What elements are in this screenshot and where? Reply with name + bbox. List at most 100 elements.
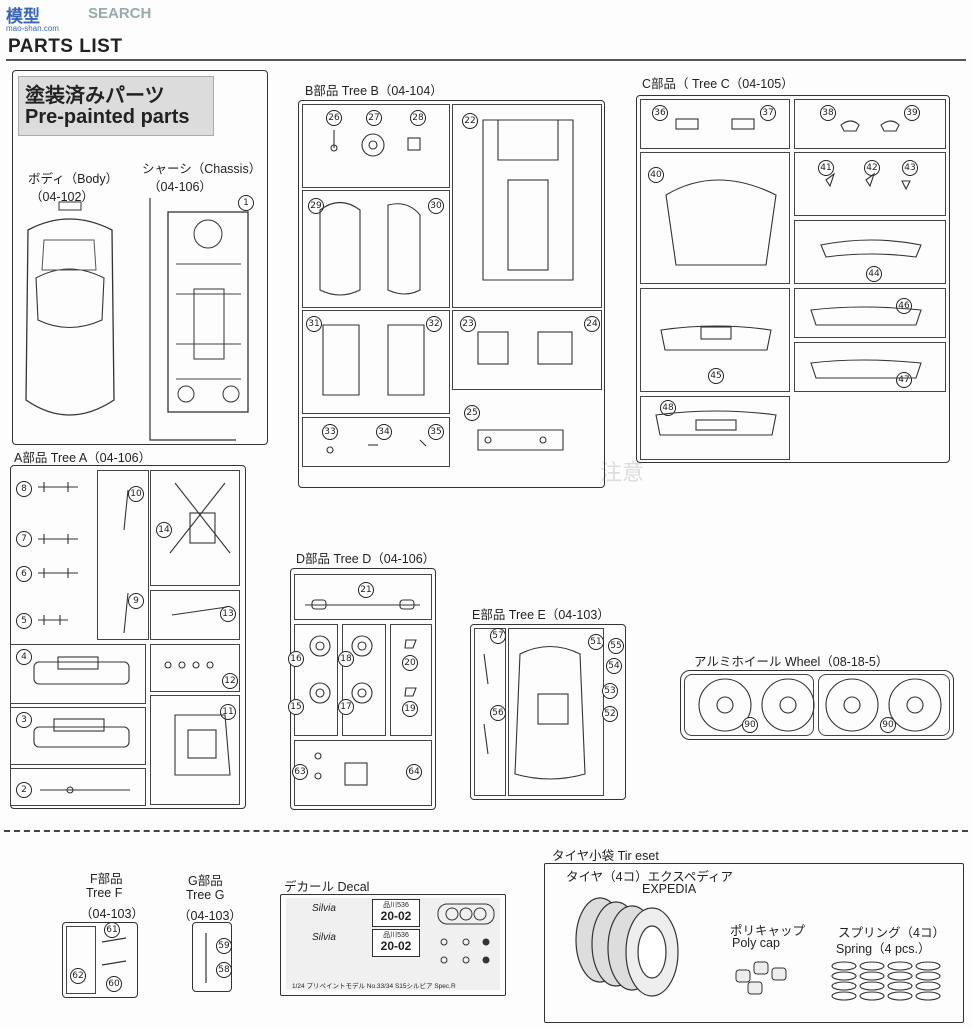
part-number-5: 5	[16, 613, 32, 629]
tree-a-cell	[10, 707, 146, 765]
part-number-17: 17	[338, 699, 354, 715]
tree-a-cell	[150, 695, 240, 805]
tree-b-cell	[452, 310, 602, 390]
part-number-18: 18	[338, 651, 354, 667]
polycap-jp: ポリキャップ	[730, 924, 806, 938]
part-number-31: 31	[306, 316, 322, 332]
plate-top-text: 品川536	[383, 932, 409, 939]
tire-set-frame	[544, 863, 964, 1023]
tree-d-cell	[294, 624, 338, 736]
tree-e-label: E部品 Tree E（04-103）	[472, 608, 610, 622]
part-number-57: 57	[490, 628, 506, 644]
decal-plate-1: 品川536 20-02	[372, 899, 420, 927]
tree-a-cell	[150, 644, 240, 692]
decal-script-2: Silvia	[312, 932, 336, 943]
decal-gauges-drawing	[437, 903, 495, 964]
wheel-label: アルミホイール Wheel（08-18-5）	[694, 655, 889, 669]
ghost-bg-text: 注意	[600, 460, 645, 485]
tree-c-label: C部品（ Tree C（04-105）	[642, 77, 794, 91]
part-number-15: 15	[288, 699, 304, 715]
tree-c-cell	[794, 152, 946, 216]
tree-f-parts-drawing	[101, 937, 127, 966]
part-number-48: 48	[660, 400, 676, 416]
tree-d-cell	[342, 624, 386, 736]
part-number-19: 19	[402, 701, 418, 717]
part-number-60: 60	[106, 976, 122, 992]
tree-b-cell	[302, 104, 450, 188]
polycap-en: Poly cap	[732, 936, 780, 950]
part-number-62: 62	[70, 968, 86, 984]
tree-c-parts-drawing	[655, 118, 922, 436]
decal-plate-2: 品川536 20-02	[372, 929, 420, 957]
part-number-32: 32	[426, 316, 442, 332]
tree-c-cell	[640, 152, 790, 284]
wheel-drawing	[698, 678, 942, 732]
tree-a-cell	[10, 768, 146, 806]
part-number-56: 56	[490, 705, 506, 721]
part-number-14: 14	[156, 522, 172, 538]
tree-b-parts-drawing	[319, 119, 574, 454]
tree-a-cell	[150, 470, 240, 586]
part-number-12: 12	[222, 673, 238, 689]
tire-set-label: タイヤ小袋 Tir eset	[552, 849, 659, 863]
part-number-44: 44	[866, 266, 882, 282]
part-number-21: 21	[358, 582, 374, 598]
part-number-36: 36	[652, 105, 668, 121]
tree-f-cell	[66, 926, 96, 994]
tree-e-parts-drawing	[483, 646, 586, 780]
tree-a-frame	[10, 465, 246, 809]
part-number-64: 64	[406, 764, 422, 780]
part-number-33: 33	[322, 424, 338, 440]
decal-frame	[280, 894, 506, 996]
part-number-55: 55	[608, 638, 624, 654]
tree-d-parts-drawing	[305, 599, 420, 786]
part-number-26: 26	[326, 110, 342, 126]
decal-caption: 1/24 プリペイントモデル No.33/34 S15シルビア Spec.R	[292, 983, 456, 990]
part-number-30: 30	[428, 198, 444, 214]
tire-jp: タイヤ（4コ）エクスペディア	[566, 870, 733, 884]
chassis-drawing	[149, 198, 249, 441]
part-number-45: 45	[708, 368, 724, 384]
part-number-23: 23	[460, 316, 476, 332]
tree-g-en: Tree G	[186, 888, 225, 902]
part-number-24: 24	[584, 316, 600, 332]
decal-script-1: Silvia	[312, 903, 336, 914]
spring-drawing	[831, 961, 941, 1001]
polycap-drawing	[735, 961, 787, 995]
part-number-51: 51	[588, 634, 604, 650]
tree-g-jp: G部品	[188, 874, 223, 888]
wheel-frame	[680, 670, 954, 740]
part-number-61: 61	[104, 922, 120, 938]
spring-jp: スプリング（4コ）	[838, 926, 945, 940]
wheel-cell	[818, 674, 950, 736]
plate-number-text: 20-02	[380, 909, 412, 923]
tree-a-label: A部品 Tree A（04-106）	[14, 451, 152, 465]
site-url: mao-shan.com	[6, 24, 59, 33]
body-label: ボディ（Body）	[28, 172, 119, 186]
part-number-28: 28	[410, 110, 426, 126]
tire-en: EXPEDIA	[642, 882, 697, 896]
tree-b-cell	[302, 190, 450, 308]
tree-a-parts-drawing	[33, 482, 231, 794]
part-number-35: 35	[428, 424, 444, 440]
site-logo: 模型 mao-shan.com	[6, 2, 86, 34]
part-number-9: 9	[128, 593, 144, 609]
part-number-37: 37	[760, 105, 776, 121]
tree-g-parts-drawing	[205, 933, 207, 983]
part-number-8: 8	[16, 481, 32, 497]
part-number-39: 39	[904, 105, 920, 121]
part-number-13: 13	[220, 606, 236, 622]
part-number-52: 52	[602, 706, 618, 722]
part-number-53: 53	[602, 683, 618, 699]
decal-label: デカール Decal	[284, 880, 370, 894]
prepainted-frame	[12, 70, 268, 445]
part-number-43: 43	[902, 160, 918, 176]
part-number-90: 90	[880, 717, 896, 733]
tree-b-cell	[302, 310, 450, 414]
part-number-41: 41	[818, 160, 834, 176]
part-number-59: 59	[216, 938, 232, 954]
tree-f-jp: F部品	[90, 872, 123, 886]
brand-text: SEARCH	[88, 5, 152, 22]
chassis-code: （04-106）	[148, 180, 212, 194]
site-mark: 模型	[6, 7, 40, 27]
